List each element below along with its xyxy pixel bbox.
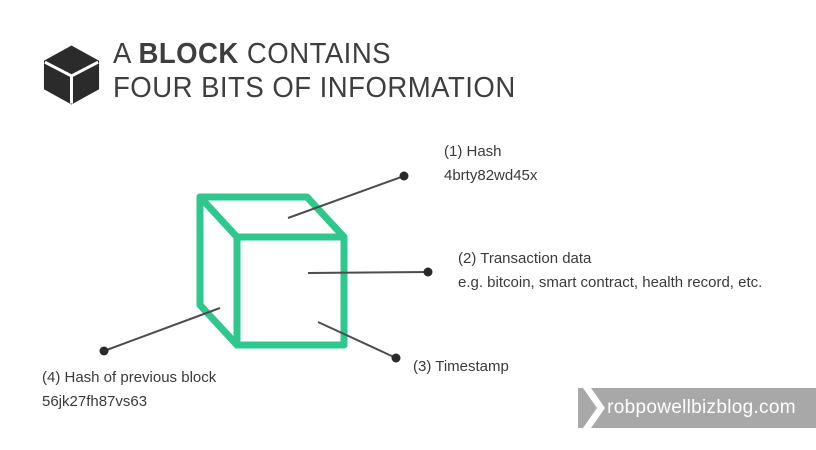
label-title: (2) Transaction data: [458, 250, 592, 267]
title-suffix: CONTAINS: [238, 38, 392, 70]
title-prefix: A: [113, 38, 139, 70]
block-cube-icon: [43, 45, 100, 105]
annotation-dot-timestamp: [391, 353, 401, 363]
label-title: (4) Hash of previous block: [42, 369, 217, 386]
annotation-lines: [99, 171, 433, 363]
annotation-label-hash: (1) Hash 4brty82wd45x: [444, 140, 537, 188]
label-subtitle: e.g. bitcoin, smart contract, health rec…: [458, 274, 763, 291]
annotation-line-transaction: [307, 271, 429, 274]
page-title: A BLOCK CONTAINS FOUR BITS OF INFORMATIO…: [113, 37, 516, 105]
cube-left-edges: [196, 193, 241, 349]
block-wireframe-cube: [196, 193, 348, 349]
page-title-line2: FOUR BITS OF INFORMATION: [113, 72, 516, 104]
label-title: (3) Timestamp: [413, 358, 509, 375]
annotation-dot-prev-hash: [99, 346, 109, 356]
annotation-dot-hash: [399, 171, 409, 181]
label-subtitle: 56jk27fh87vs63: [42, 393, 148, 410]
cube-front-face: [233, 233, 348, 349]
label-subtitle: 4brty82wd45x: [444, 167, 538, 184]
annotation-line-timestamp: [317, 321, 397, 359]
annotation-line-hash: [287, 175, 405, 219]
watermark-text: robpowellbizblog.com: [607, 397, 796, 418]
watermark-ribbon: robpowellbizblog.com: [570, 388, 816, 428]
annotation-label-transaction: (2) Transaction data e.g. bitcoin, smart…: [458, 247, 762, 295]
annotation-label-timestamp: (3) Timestamp: [413, 355, 509, 379]
label-title: (1) Hash: [444, 143, 502, 160]
annotation-label-prev-hash: (4) Hash of previous block 56jk27fh87vs6…: [42, 366, 216, 414]
title-keyword: BLOCK: [138, 38, 239, 70]
page-title-line1: A BLOCK CONTAINS: [113, 37, 516, 71]
annotation-line-prev-hash: [103, 307, 221, 352]
ribbon-band: [591, 388, 816, 428]
cube-top-face: [196, 193, 348, 241]
annotation-dot-transaction: [423, 267, 433, 277]
